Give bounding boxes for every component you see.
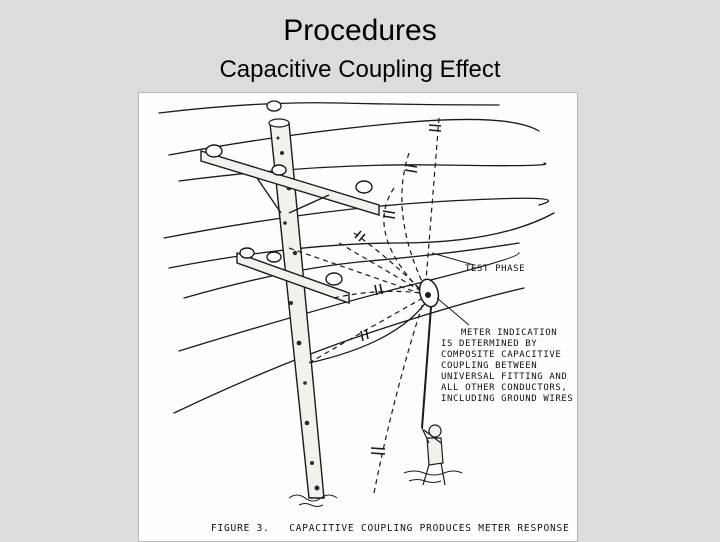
meter-fitting: [418, 278, 440, 308]
conductor-line: [178, 252, 520, 352]
coupling-path: [308, 297, 424, 364]
lineman-figure: [421, 424, 446, 486]
meter-label-line: IS DETERMINED BY: [441, 339, 537, 349]
coupling-path: [288, 247, 420, 294]
slide-subtitle: Capacitive Coupling Effect: [219, 56, 501, 83]
upper-crossarm: [200, 144, 380, 216]
meter-label-line: UNIVERSAL FITTING AND: [441, 372, 567, 382]
test-phase-label: TEST PHASE: [465, 264, 525, 274]
conductor-line: [158, 102, 500, 114]
conductor-line: [183, 242, 520, 299]
lower-crossarm: [236, 247, 350, 304]
meter-label-line: ALL OTHER CONDUCTORS,: [441, 383, 567, 393]
meter-label-line: COUPLING BETWEEN: [441, 361, 537, 371]
utility-pole: [268, 118, 325, 499]
coupling-path: [333, 290, 422, 299]
conductor-line: [168, 118, 540, 156]
conductor-line: [163, 197, 550, 239]
capacitor-symbols: [354, 124, 442, 455]
meter-indication-label: METER INDICATION IS DETERMINED BY COMPOS…: [441, 328, 573, 404]
coupling-path: [373, 302, 424, 494]
slide-title: Procedures: [283, 14, 437, 47]
figure-caption: FIGURE 3. CAPACITIVE COUPLING PRODUCES M…: [211, 523, 570, 534]
meter-label-line: COMPOSITE CAPACITIVE: [441, 350, 561, 360]
coupling-path: [424, 117, 440, 294]
meter-label-line: INCLUDING GROUND WIRES: [441, 394, 573, 404]
coupling-path: [401, 152, 426, 289]
ground-marks: [288, 470, 463, 507]
conductor-line: [168, 212, 555, 269]
figure-illustration: TEST PHASE METER INDICATION IS DETERMINE…: [138, 92, 578, 542]
coupling-path: [338, 242, 422, 292]
capacitive-coupling-drawing: TEST PHASE METER INDICATION IS DETERMINE…: [158, 100, 573, 534]
conductor-line: [173, 287, 525, 414]
meter-label-line: METER INDICATION: [461, 328, 557, 338]
hot-stick: [421, 306, 432, 429]
